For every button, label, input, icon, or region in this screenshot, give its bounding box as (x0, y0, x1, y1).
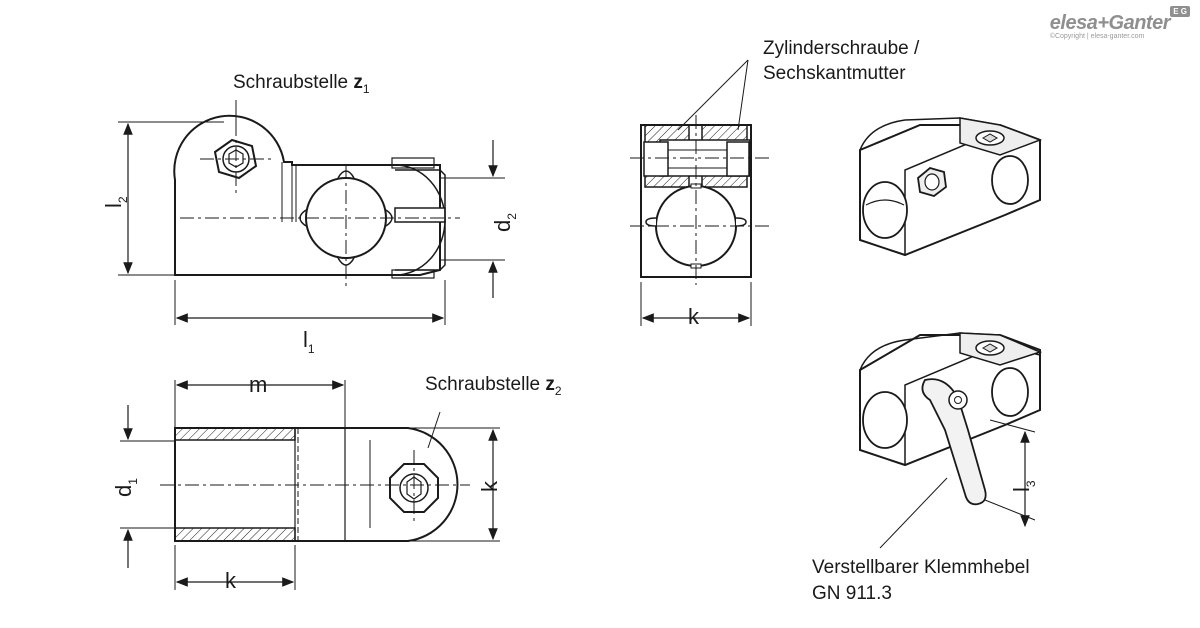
dim-l2: l2 (101, 196, 130, 208)
clamping-lever (921, 378, 987, 506)
screw-leader-right (737, 59, 749, 131)
lever-label-line2: GN 911.3 (812, 583, 892, 604)
brand-copyright: ©Copyright | elesa-ganter.com (1049, 33, 1145, 40)
side-view-slot (394, 207, 446, 223)
brand-name: elesa+Ganter (1049, 12, 1171, 34)
screw-label-line2: Sechskantmutter (763, 63, 906, 84)
lever-leader (879, 477, 948, 549)
isometric-view-lever (859, 332, 1043, 506)
dimension-arrows-side (123, 122, 445, 323)
dim-k-right: k (477, 480, 502, 492)
z2-leader (427, 411, 441, 449)
dim-l1: l1 (303, 327, 315, 356)
isometric-view-screw (859, 117, 1043, 257)
screw-leader-left (677, 59, 749, 131)
dim-k-front: k (688, 304, 700, 329)
dim-m: m (249, 372, 267, 397)
side-view (173, 114, 446, 279)
z2-label: Schraubstelle z2 (425, 374, 562, 398)
z1-label: Schraubstelle z1 (233, 72, 370, 96)
top-view-hatch-top (174, 427, 296, 441)
dim-d1: d1 (111, 478, 140, 497)
brand-logo: elesa+Ganter E G ©Copyright | elesa-gant… (1049, 6, 1190, 40)
dim-k-bottom: k (225, 568, 237, 593)
lever-label-line1: Verstellbarer Klemmhebel (812, 557, 1030, 578)
screw-label-line1: Zylinderschraube / (763, 38, 920, 59)
side-view-centerlines (180, 122, 460, 290)
dim-l3: l3 (1009, 480, 1038, 492)
brand-badge: E G (1170, 6, 1190, 17)
dim-d2: d2 (490, 213, 519, 232)
top-view-hatch-bottom (174, 527, 296, 542)
side-view-body (173, 114, 441, 276)
